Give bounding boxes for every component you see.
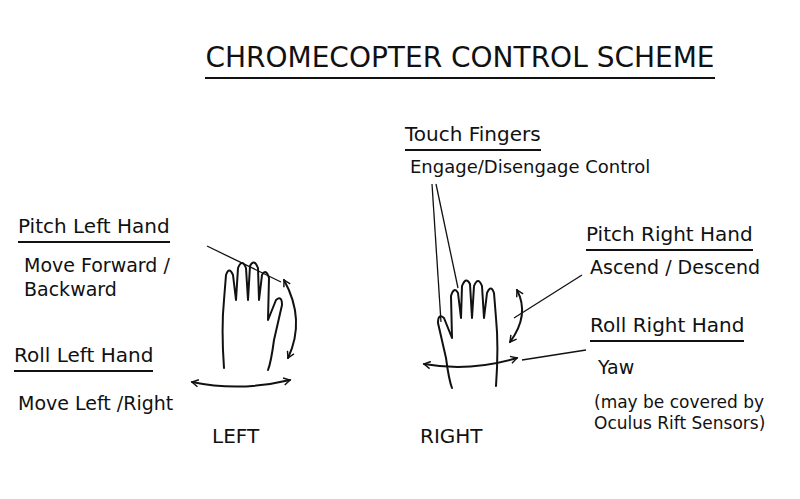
- leader-line: [514, 275, 582, 318]
- control-heading: Touch Fingers: [405, 122, 541, 151]
- control-heading: Roll Left Hand: [14, 343, 153, 372]
- leader-line: [207, 246, 281, 282]
- title: CHROMECOPTER CONTROL SCHEME: [205, 40, 714, 79]
- right-hand: [438, 280, 498, 388]
- control-heading: Pitch Right Hand: [586, 222, 753, 251]
- control-note: Ascend / Descend: [590, 256, 760, 280]
- roll-arrow: [424, 358, 517, 367]
- roll-arrow: [192, 380, 290, 387]
- leader-line: [436, 184, 458, 288]
- control-note: Move Forward / Backward: [24, 254, 174, 302]
- control-note: (may be covered by Oculus Rift Sensors): [594, 392, 794, 435]
- pitch-arrow: [284, 280, 296, 358]
- leader-line: [522, 350, 586, 360]
- hand-label: RIGHT: [420, 424, 483, 449]
- leader-line: [432, 184, 441, 322]
- control-heading: Roll Right Hand: [590, 313, 744, 342]
- hand-label: LEFT: [212, 424, 259, 449]
- control-note: Yaw: [598, 356, 634, 380]
- control-note: Engage/Disengage Control: [410, 156, 650, 179]
- control-heading: Pitch Left Hand: [18, 214, 170, 243]
- control-note: Move Left /Right: [18, 392, 173, 416]
